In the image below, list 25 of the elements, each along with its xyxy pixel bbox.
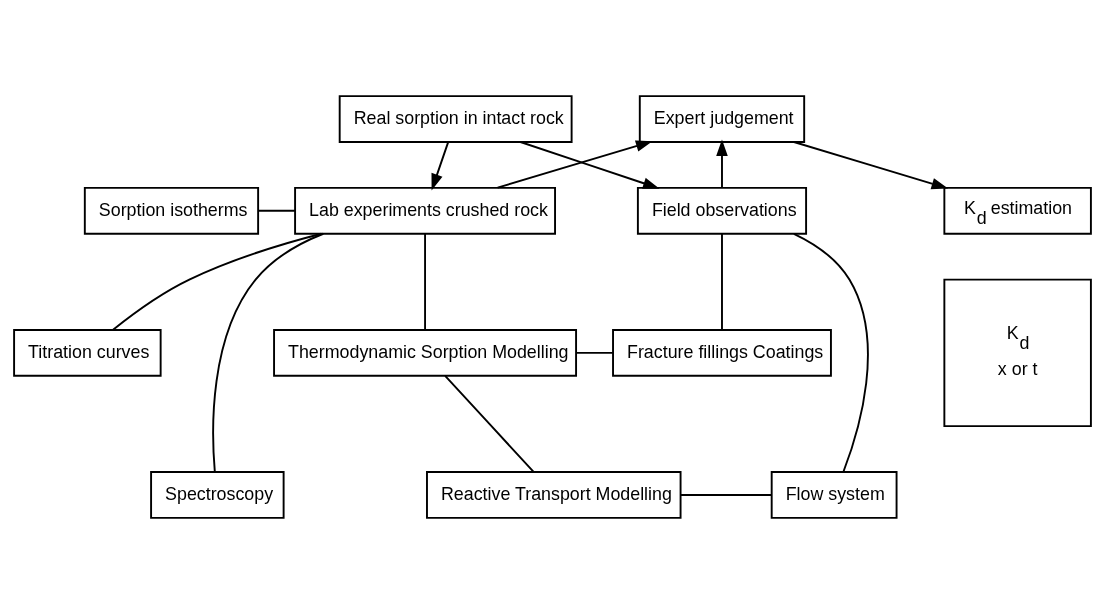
- arrow: [716, 138, 728, 189]
- connector: [257, 209, 296, 212]
- node-box: Field observations: [636, 186, 808, 235]
- connector: [721, 232, 723, 330]
- arrow: [496, 139, 653, 189]
- connector: [679, 493, 773, 496]
- node-box: Fracture fillings Coatings: [612, 328, 832, 377]
- node-box: Sorption isotherms: [83, 186, 260, 235]
- arrow: [793, 140, 949, 189]
- node-box: Lab experiments crushed rock: [294, 186, 556, 235]
- node-box: Real sorption in intact rock: [338, 94, 573, 143]
- node-box: Titration curves: [13, 328, 162, 377]
- arrow: [519, 140, 660, 189]
- connector: [424, 232, 427, 330]
- connector: [444, 374, 535, 473]
- node-box: Thermodynamic Sorption Modelling: [273, 328, 578, 377]
- connector: [212, 232, 325, 473]
- arrow: [431, 140, 450, 190]
- node-box: Expert judgement: [638, 94, 806, 143]
- connector: [792, 232, 869, 473]
- connector: [575, 351, 614, 354]
- connector: [112, 232, 323, 331]
- node-box: Reactive Transport Modelling: [426, 470, 682, 519]
- node-box: Spectroscopy: [150, 470, 285, 519]
- node-box: Flow system: [770, 470, 898, 519]
